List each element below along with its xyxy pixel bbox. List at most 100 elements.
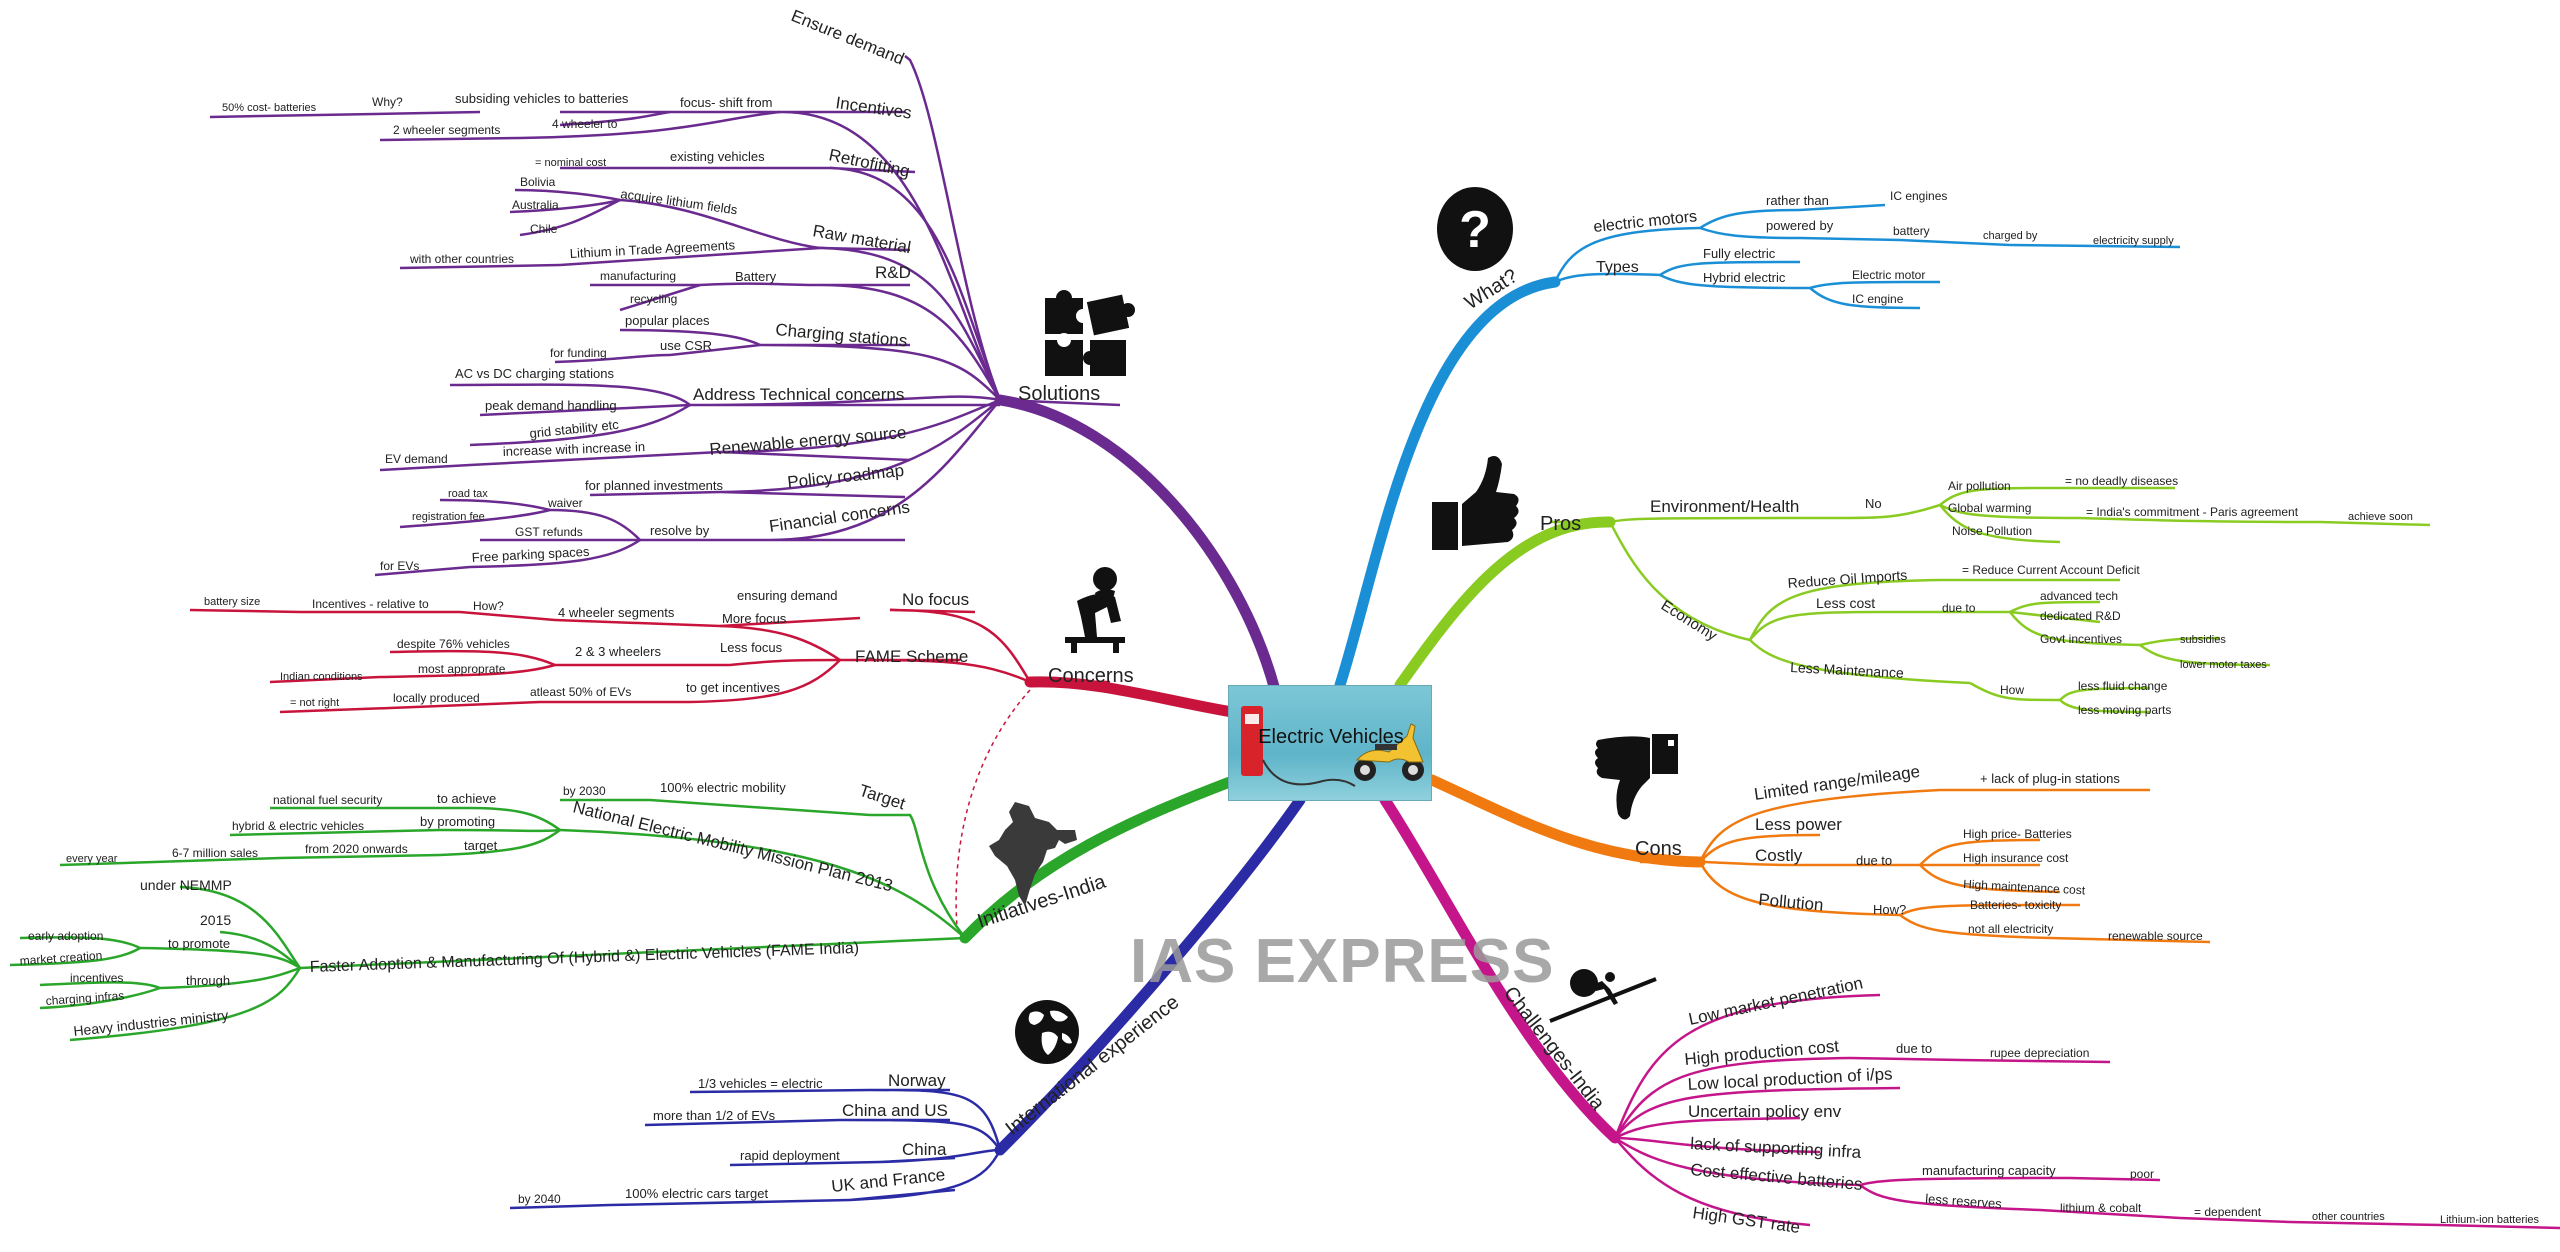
by-2030: by 2030 xyxy=(563,784,606,798)
six-seven-million: 6-7 million sales xyxy=(172,846,258,860)
economy: Economy xyxy=(1658,597,1720,645)
cons-how: How? xyxy=(1873,902,1906,917)
year-2015: 2015 xyxy=(200,912,231,928)
air-pollution: Air pollution xyxy=(1948,479,2011,493)
two-wheeler-segments: 2 wheeler segments xyxy=(393,123,500,137)
incentives: Incentives xyxy=(834,93,912,122)
recycling: recycling xyxy=(630,292,677,306)
pros-group xyxy=(1550,486,2431,714)
locally-produced: locally produced xyxy=(393,691,480,705)
cons-label: Cons xyxy=(1635,838,1682,860)
dependent: = dependent xyxy=(2194,1205,2262,1219)
other-countries-challenges: other countries xyxy=(2312,1211,2385,1223)
initiatives-group xyxy=(9,798,966,1042)
lack-infra: lack of supporting infra xyxy=(1690,1134,1862,1162)
ac-dc: AC vs DC charging stations xyxy=(455,366,614,381)
what-group xyxy=(1553,203,2181,310)
electric-cars-target: 100% electric cars target xyxy=(625,1186,768,1201)
through: through xyxy=(186,973,230,988)
initiatives-incentives: incentives xyxy=(70,971,123,985)
charger-screen xyxy=(1245,714,1259,724)
solutions-group xyxy=(209,55,1121,577)
toxicity: Batteries- toxicity xyxy=(1970,898,2061,912)
ev-demand: EV demand xyxy=(385,452,448,466)
thumbs-down-icon xyxy=(1590,730,1685,830)
two-three-wheelers: 2 & 3 wheelers xyxy=(575,644,661,659)
solutions-label: Solutions xyxy=(1018,383,1100,405)
australia: Australia xyxy=(512,198,559,212)
waiver: waiver xyxy=(547,496,583,510)
international-group xyxy=(509,1088,1002,1210)
noise-pollution: Noise Pollution xyxy=(1952,524,2032,538)
technical-concerns: Address Technical concerns xyxy=(693,385,904,404)
for-evs: for EVs xyxy=(380,559,419,573)
pros-no: No xyxy=(1865,496,1882,511)
peak-demand: peak demand handling xyxy=(485,398,617,413)
electricity-supply: electricity supply xyxy=(2093,235,2174,247)
more-than-half: more than 1/2 of EVs xyxy=(653,1108,776,1123)
cons-group xyxy=(1640,788,2211,944)
ic-engine: IC engine xyxy=(1852,292,1904,306)
by-promoting: by promoting xyxy=(420,814,495,829)
to-get-incentives: to get incentives xyxy=(686,680,780,695)
powered-by: powered by xyxy=(1766,218,1834,233)
by-2040: by 2040 xyxy=(518,1192,561,1206)
international-labels: International experience Norway 1/3 vehi… xyxy=(518,991,1183,1206)
ensuring-demand: ensuring demand xyxy=(737,588,837,603)
rapid-deployment: rapid deployment xyxy=(740,1148,840,1163)
no-deadly: = no deadly diseases xyxy=(2065,474,2178,488)
main-branches xyxy=(959,276,1706,1156)
other-countries: with other countries xyxy=(409,252,514,266)
poor: poor xyxy=(2130,1167,2154,1181)
bolivia: Bolivia xyxy=(520,175,556,189)
use-csr: use CSR xyxy=(660,338,712,353)
electric-motor: Electric motor xyxy=(1852,268,1925,282)
indian-conditions: Indian conditions xyxy=(280,671,363,683)
incentives-relative: Incentives - relative to xyxy=(312,597,429,611)
reduce-cad: = Reduce Current Account Deficit xyxy=(1962,563,2140,577)
under-nemmp: under NEMMP xyxy=(140,877,232,893)
what-labels: What? electric motors rather than IC eng… xyxy=(1461,189,2174,314)
target2: target xyxy=(464,838,498,853)
to-promote: to promote xyxy=(168,936,230,951)
free-parking: Free parking spaces xyxy=(471,544,590,565)
concerns-initiatives-link xyxy=(955,689,1031,929)
branch-cons xyxy=(1426,774,1706,868)
one-third: 1/3 vehicles = electric xyxy=(698,1076,823,1091)
increase-with: increase with increase in xyxy=(503,439,646,459)
high-maintenance: High maintenance cost xyxy=(1963,877,2086,897)
branch-what xyxy=(1334,276,1561,691)
challenges-due-to: due to xyxy=(1896,1041,1932,1056)
from-2020: from 2020 onwards xyxy=(305,842,408,856)
most-appropriate: most approprate xyxy=(418,662,506,676)
resolve-by: resolve by xyxy=(650,523,710,538)
fully-electric: Fully electric xyxy=(1703,246,1776,261)
central-title: Electric Vehicles xyxy=(1258,726,1404,748)
puzzle-icon xyxy=(1040,290,1140,380)
pros-label: Pros xyxy=(1540,513,1581,535)
dedicated-rnd: dedicated R&D xyxy=(2040,609,2121,623)
atleast-50: atleast 50% of EVs xyxy=(530,685,631,699)
high-price: High price- Batteries xyxy=(1963,827,2072,841)
central-node: Electric Vehicles xyxy=(1228,685,1432,801)
renewable: Renewable energy source xyxy=(709,423,907,459)
target: Target xyxy=(857,781,908,814)
scooter-icon xyxy=(1349,716,1429,786)
to-achieve: to achieve xyxy=(437,791,496,806)
lithium-cobalt: lithium & cobalt xyxy=(2060,1201,2142,1215)
not-all: not all electricity xyxy=(1968,922,2053,936)
battery-size: battery size xyxy=(204,596,260,608)
less-fluid: less fluid change xyxy=(2078,679,2168,693)
thumbs-up-icon xyxy=(1428,448,1523,553)
cons-due-to: due to xyxy=(1856,853,1892,868)
chile: Chile xyxy=(530,222,558,236)
policy-roadmap: Policy roadmap xyxy=(786,461,905,492)
less-focus: Less focus xyxy=(720,640,783,655)
four-wheeler-segments: 4 wheeler segments xyxy=(558,605,675,620)
pushing-boulder-icon xyxy=(1548,955,1658,1025)
branch-solutions xyxy=(994,394,1281,696)
pollution: Pollution xyxy=(1758,890,1825,915)
lithium-trade: Lithium in Trade Agreements xyxy=(569,237,736,261)
env-health: Environment/Health xyxy=(1650,497,1799,516)
rupee: rupee depreciation xyxy=(1990,1046,2089,1060)
